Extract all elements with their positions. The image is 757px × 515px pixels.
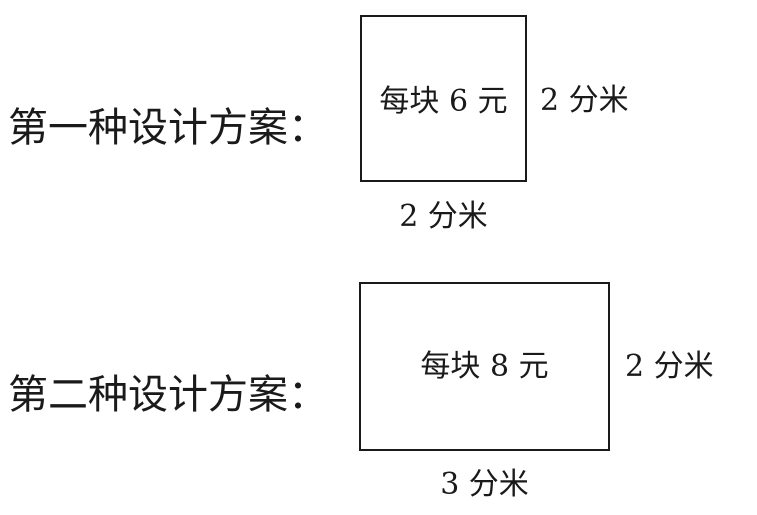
- plan-1-side-dimension: 2 分米: [540, 83, 629, 118]
- plan-2-label: 第二种设计方案：: [8, 372, 328, 418]
- plan-2-side-dimension: 2 分米: [625, 349, 714, 384]
- plan-1-bottom-dimension: 2 分米: [399, 199, 488, 234]
- design-plan-1: 第一种设计方案： 每块 6 元 2 分米 2 分米: [0, 0, 757, 250]
- plan-1-tile: 每块 6 元: [360, 15, 527, 182]
- plan-1-label: 第一种设计方案：: [8, 105, 328, 151]
- plan-2-tile-price: 每块 8 元: [420, 349, 549, 384]
- plan-2-tile: 每块 8 元: [359, 282, 610, 451]
- plan-2-bottom-dimension: 3 分米: [440, 467, 529, 502]
- plan-1-tile-price: 每块 6 元: [379, 84, 508, 119]
